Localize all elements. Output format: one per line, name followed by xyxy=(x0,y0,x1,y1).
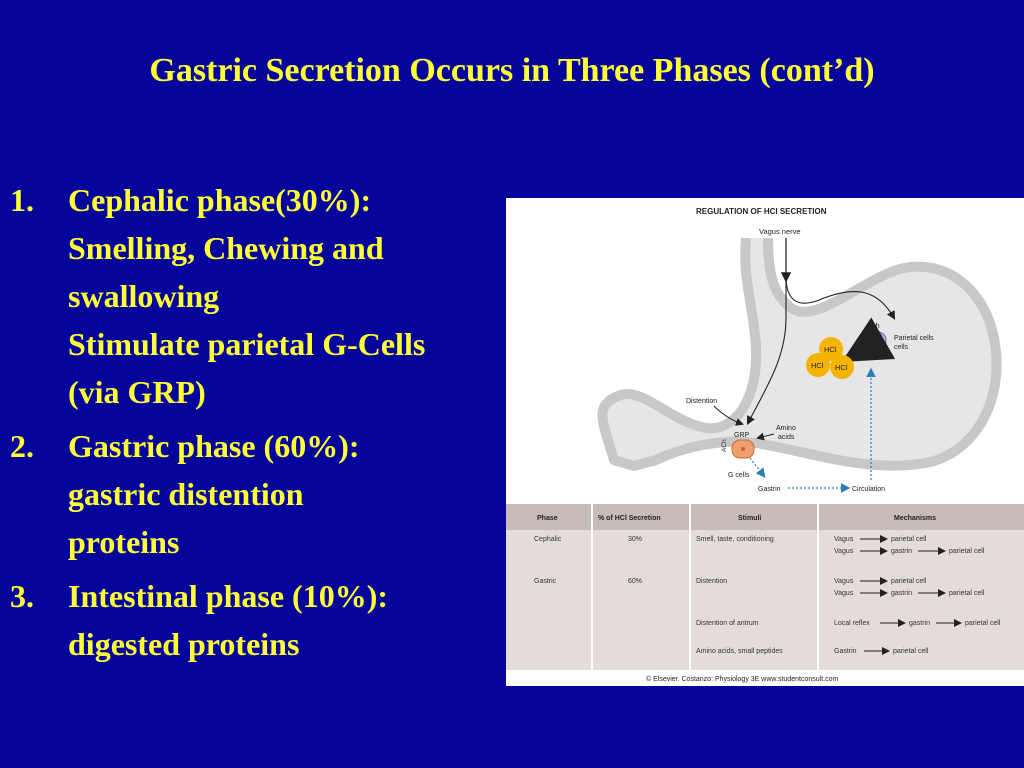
hcl-bubble xyxy=(830,355,854,379)
table-cell: gastrin xyxy=(891,548,912,555)
table-header: Phase xyxy=(537,515,558,522)
table-cell: Amino acids, small peptides xyxy=(696,648,783,655)
table-header-bg xyxy=(506,504,1024,530)
hcl-bubble xyxy=(806,353,830,377)
table-header: % of HCl Secretion xyxy=(598,515,661,522)
table-cell: parietal cell xyxy=(965,620,1001,627)
list-line: Intestinal phase (10%): xyxy=(68,578,389,614)
hcl-regulation-figure: REGULATION OF HCl SECRETION HCl HCl HCl … xyxy=(506,198,1024,686)
table-cell: Smell, taste, conditioning xyxy=(696,536,774,543)
distention-label: Distention xyxy=(686,398,717,405)
table-cell: Cephalic xyxy=(534,536,562,543)
phase-list: 1. Cephalic phase(30%): Smelling, Chewin… xyxy=(10,176,505,668)
list-line: Stimulate parietal G-Cells xyxy=(68,326,426,362)
list-line: swallowing xyxy=(68,278,220,314)
stomach-outline xyxy=(597,237,1002,471)
list-number: 2. xyxy=(10,428,34,464)
table-cell: 60% xyxy=(628,578,642,585)
table-cell: Vagus xyxy=(834,536,854,543)
phase-item-intestinal: 3. Intestinal phase (10%): digested prot… xyxy=(10,572,505,668)
list-number: 3. xyxy=(10,578,34,614)
list-line: gastric distention xyxy=(68,476,304,512)
table-cell: parietal cell xyxy=(893,648,929,655)
list-line: digested proteins xyxy=(68,626,300,662)
table-cell: Gastrin xyxy=(834,648,857,655)
hcl-label: HCl xyxy=(811,361,824,370)
parietal-cells-label-line2: cells xyxy=(894,344,909,351)
ach-label: ACh xyxy=(866,323,880,330)
amino-acids-label: Amino xyxy=(776,425,796,432)
hcl-label: HCl xyxy=(824,345,837,354)
table-cell: gastrin xyxy=(891,590,912,597)
circulation-label: Circulation xyxy=(852,486,885,493)
table-cell: parietal cell xyxy=(891,536,927,543)
table-cell: Vagus xyxy=(834,548,854,555)
parietal-cells-label: Parietal cells xyxy=(894,335,934,342)
table-cell: parietal cell xyxy=(949,590,985,597)
list-number: 1. xyxy=(10,182,34,218)
phase-item-cephalic: 1. Cephalic phase(30%): Smelling, Chewin… xyxy=(10,176,505,416)
gastrin-label: Gastrin xyxy=(758,486,781,493)
table-cell: Distention xyxy=(696,578,727,585)
grp-label: GRP xyxy=(734,432,750,439)
figure-title: REGULATION OF HCl SECRETION xyxy=(696,207,827,216)
table-cell: Vagus xyxy=(834,590,854,597)
table-header: Mechanisms xyxy=(894,515,936,522)
table-cell: Distention of antrum xyxy=(696,620,759,627)
list-line: (via GRP) xyxy=(68,374,206,410)
table-cell: gastrin xyxy=(909,620,930,627)
amino-acids-label-line2: acids xyxy=(778,434,795,441)
vagus-nerve-label: Vagus nerve xyxy=(759,227,801,236)
table-header: Stimuli xyxy=(738,515,761,522)
ach-label: ACh xyxy=(721,439,728,452)
list-line: Gastric phase (60%): xyxy=(68,428,360,464)
g-cells-label: G cells xyxy=(728,472,750,479)
hcl-label: HCl xyxy=(835,363,848,372)
list-line: proteins xyxy=(68,524,180,560)
table-cell: 30% xyxy=(628,536,642,543)
table-cell: parietal cell xyxy=(891,578,927,585)
list-line: Cephalic phase(30%): xyxy=(68,182,372,218)
table-cell: Local reflex xyxy=(834,620,870,627)
phase-item-gastric: 2. Gastric phase (60%): gastric distenti… xyxy=(10,422,505,566)
slide-title: Gastric Secretion Occurs in Three Phases… xyxy=(149,52,875,89)
figure-credit: © Elsevier. Costanzo: Physiology 3E www.… xyxy=(646,675,838,683)
hcl-bubble xyxy=(819,337,843,361)
table-cell: Gastric xyxy=(534,578,557,585)
table-cell: Vagus xyxy=(834,578,854,585)
table-cell: parietal cell xyxy=(949,548,985,555)
list-line: Smelling, Chewing and xyxy=(68,230,384,266)
